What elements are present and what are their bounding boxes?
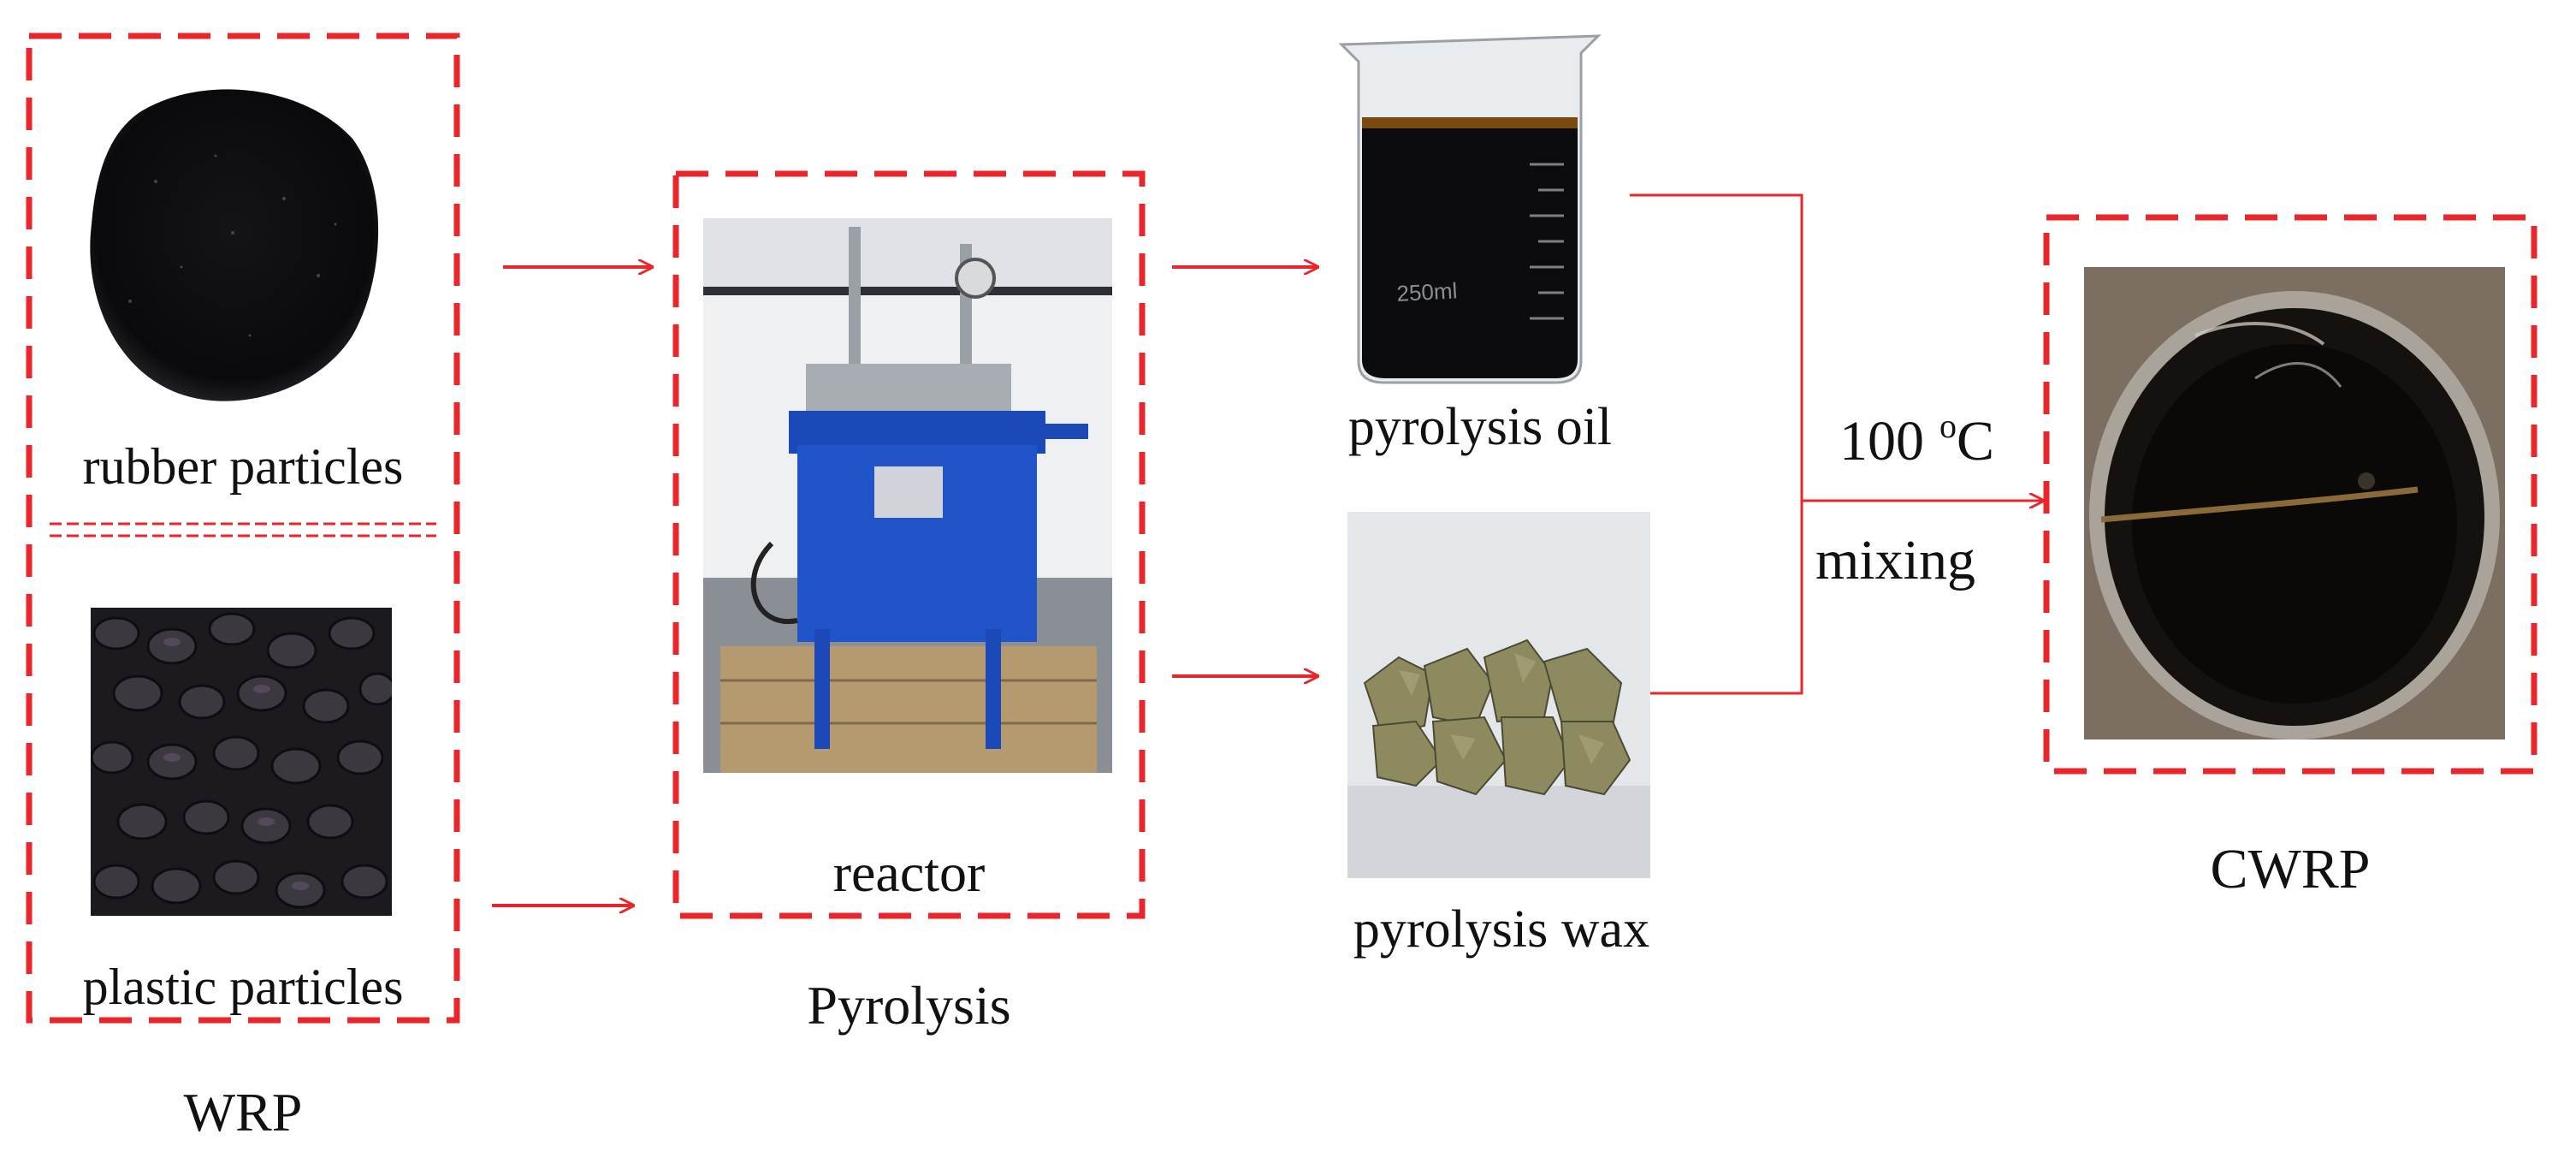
reactor-frame — [672, 170, 1146, 919]
connector-wax — [1647, 501, 1803, 695]
cwrp-frame — [2043, 214, 2538, 775]
temperature-condition-label: 100 oC — [1839, 409, 1994, 470]
pyrolysis-wax-image — [1347, 512, 1650, 878]
rubber-particles-image — [79, 79, 387, 413]
pyrolysis-oil-image: 250ml — [1324, 19, 1615, 387]
plastic-particles-label: plastic particles — [82, 959, 404, 1015]
wrp-frame — [26, 33, 460, 1024]
cwrp-image — [2084, 267, 2505, 739]
wrp-group-label: WRP — [183, 1082, 303, 1143]
reactor-label: reactor — [832, 842, 986, 903]
beaker-volume-marking: 250ml — [1396, 277, 1458, 306]
cwrp-group-label: CWRP — [2210, 838, 2371, 900]
mixing-condition-label: mixing — [1815, 529, 1976, 591]
pyrolysis-oil-label: pyrolysis oil — [1347, 398, 1613, 456]
pyrolysis-wax-label: pyrolysis wax — [1353, 900, 1650, 959]
temperature-unit: C — [1957, 410, 1995, 472]
rubber-particles-label: rubber particles — [82, 438, 404, 495]
temperature-unit-prefix: o — [1939, 407, 1957, 445]
plastic-particles-image — [91, 608, 392, 916]
temperature-value: 100 — [1839, 410, 1924, 472]
connector-oil — [1630, 193, 1803, 501]
reactor-image — [703, 218, 1112, 773]
pyrolysis-group-label: Pyrolysis — [807, 975, 1011, 1036]
